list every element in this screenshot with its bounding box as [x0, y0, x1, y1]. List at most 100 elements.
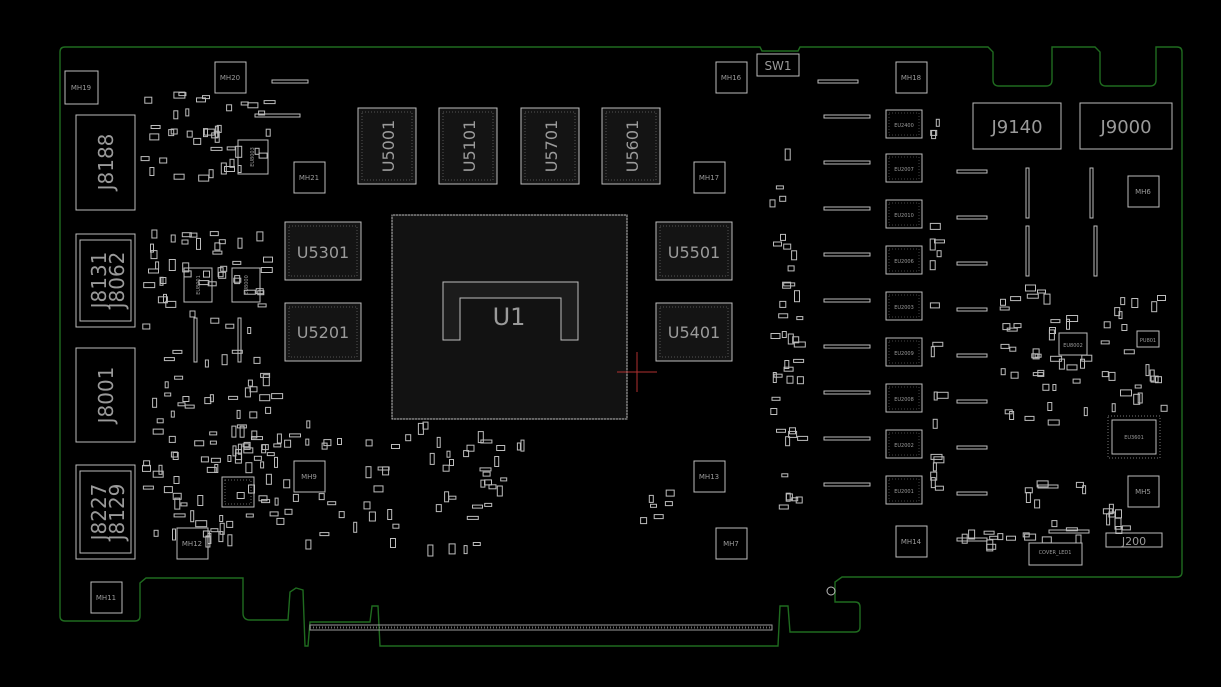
smd-part: [196, 237, 201, 250]
smd-part: [1081, 354, 1093, 362]
smd-part: [323, 439, 332, 447]
smd-part: [338, 511, 345, 519]
smd-part: [792, 336, 800, 344]
mounting-hole-mh7[interactable]: MH7: [715, 527, 748, 560]
vrm-chip[interactable]: EU2003: [885, 291, 923, 321]
vrm-chip[interactable]: EU2010: [885, 199, 923, 229]
smd-part: [236, 424, 247, 429]
vrm-chip[interactable]: EU2009: [885, 337, 923, 367]
smd-part: [1089, 167, 1094, 219]
cover-led1[interactable]: COVER_LED1: [1028, 542, 1083, 566]
connector-j9000[interactable]: J9000: [1079, 102, 1173, 150]
mounting-hole-mh16[interactable]: MH16: [715, 61, 748, 94]
ic-eu8002[interactable]: EU8002: [1058, 332, 1088, 356]
smd-part: [203, 128, 215, 136]
smd-part: [219, 515, 224, 522]
smd-part: [930, 453, 943, 460]
vrm-chip[interactable]: EU2002: [885, 429, 923, 459]
connector-j8188[interactable]: J8188: [75, 114, 136, 211]
smd-part: [1006, 535, 1016, 541]
mounting-hole-mh17[interactable]: MH17: [693, 161, 726, 194]
smd-part: [392, 523, 400, 529]
connector-j200[interactable]: J200: [1105, 532, 1163, 548]
mounting-hole-mh18[interactable]: MH18: [895, 61, 928, 94]
smd-part: [1052, 384, 1057, 391]
smd-part: [258, 110, 266, 116]
memory-chip-u5001[interactable]: U5001: [357, 107, 417, 185]
memory-chip-u5101[interactable]: U5101: [438, 107, 498, 185]
smd-part: [1065, 527, 1078, 532]
mounting-hole-mh6[interactable]: MH6: [1127, 175, 1160, 208]
mounting-hole-mh19[interactable]: MH19: [64, 70, 99, 105]
memory-chip-u5601[interactable]: U5601: [601, 107, 661, 185]
smd-part: [817, 79, 859, 84]
smd-part: [999, 306, 1010, 311]
ic-eu8000[interactable]: EU8000: [231, 267, 261, 303]
smd-part: [956, 215, 988, 220]
chip-label: EU2002: [894, 443, 914, 449]
chip-label: EU2008: [894, 397, 914, 403]
switch-sw1[interactable]: SW1: [756, 53, 800, 77]
smd-part: [234, 452, 242, 464]
connector-j8227-j8129[interactable]: J8227 J8129: [75, 464, 136, 560]
smd-part: [791, 250, 798, 261]
memory-chip-u5701[interactable]: U5701: [520, 107, 580, 185]
ic-pu801[interactable]: PU801: [1136, 330, 1160, 348]
ic-eu3601[interactable]: EU3601: [1107, 415, 1161, 459]
memory-chip-u5501[interactable]: U5501: [655, 221, 733, 281]
vrm-chip[interactable]: EU2007: [885, 153, 923, 183]
smd-part: [284, 439, 292, 448]
mounting-hole-mh5[interactable]: MH5: [1127, 475, 1160, 508]
smd-part: [956, 169, 988, 174]
smd-part: [1108, 503, 1114, 514]
smd-part: [997, 533, 1004, 541]
smd-part: [496, 485, 503, 497]
connector-j8131-j8062[interactable]: J8131 J8062: [75, 233, 136, 328]
smd-part: [218, 271, 227, 279]
smd-part: [247, 102, 259, 109]
smd-part: [797, 435, 809, 441]
mh-label: MH17: [699, 174, 719, 182]
smd-part: [373, 485, 384, 493]
memory-chip-u5401[interactable]: U5401: [655, 302, 733, 362]
smd-part: [163, 486, 173, 494]
smd-part: [226, 146, 236, 151]
smd-part: [516, 442, 521, 451]
mounting-hole-mh11[interactable]: MH11: [90, 581, 123, 614]
memory-label: U5101: [460, 120, 479, 172]
smd-part: [776, 428, 786, 433]
memory-label: U5001: [379, 120, 398, 172]
smd-part: [417, 422, 424, 435]
smd-part: [823, 344, 871, 349]
smd-part: [1048, 529, 1090, 534]
mounting-hole-mh9[interactable]: MH9: [293, 460, 326, 493]
smd-part: [823, 114, 871, 119]
smd-part: [209, 394, 214, 403]
smd-part: [653, 514, 664, 520]
mounting-hole-mh13[interactable]: MH13: [693, 460, 726, 493]
ic-eu8003[interactable]: EU8003: [237, 139, 269, 175]
vrm-chip[interactable]: EU2006: [885, 245, 923, 275]
smd-part: [787, 333, 794, 345]
smd-part: [785, 492, 791, 502]
switch-label: SW1: [764, 59, 791, 73]
vrm-chip[interactable]: EU2008: [885, 383, 923, 413]
memory-chip-u5201[interactable]: U5201: [284, 302, 362, 362]
smd-part: [189, 310, 196, 318]
smd-part: [480, 439, 493, 444]
memory-chip-u5301[interactable]: U5301: [284, 221, 362, 281]
chip-label: EU3601: [1124, 435, 1144, 441]
mounting-hole-mh20[interactable]: MH20: [214, 61, 247, 94]
smd-part: [785, 436, 791, 447]
vrm-chip[interactable]: EU2400: [885, 109, 923, 139]
gpu-u1[interactable]: U1: [391, 214, 628, 420]
vrm-chip[interactable]: EU2001: [885, 475, 923, 505]
mounting-hole-mh14[interactable]: MH14: [895, 525, 928, 558]
connector-j9140[interactable]: J9140: [972, 102, 1062, 150]
smd-part: [152, 428, 164, 435]
mounting-hole-mh21[interactable]: MH21: [293, 161, 326, 194]
memory-label: U5401: [668, 323, 720, 342]
smd-part: [274, 456, 278, 468]
smd-part: [209, 431, 218, 436]
connector-j8001[interactable]: J8001: [75, 347, 136, 443]
